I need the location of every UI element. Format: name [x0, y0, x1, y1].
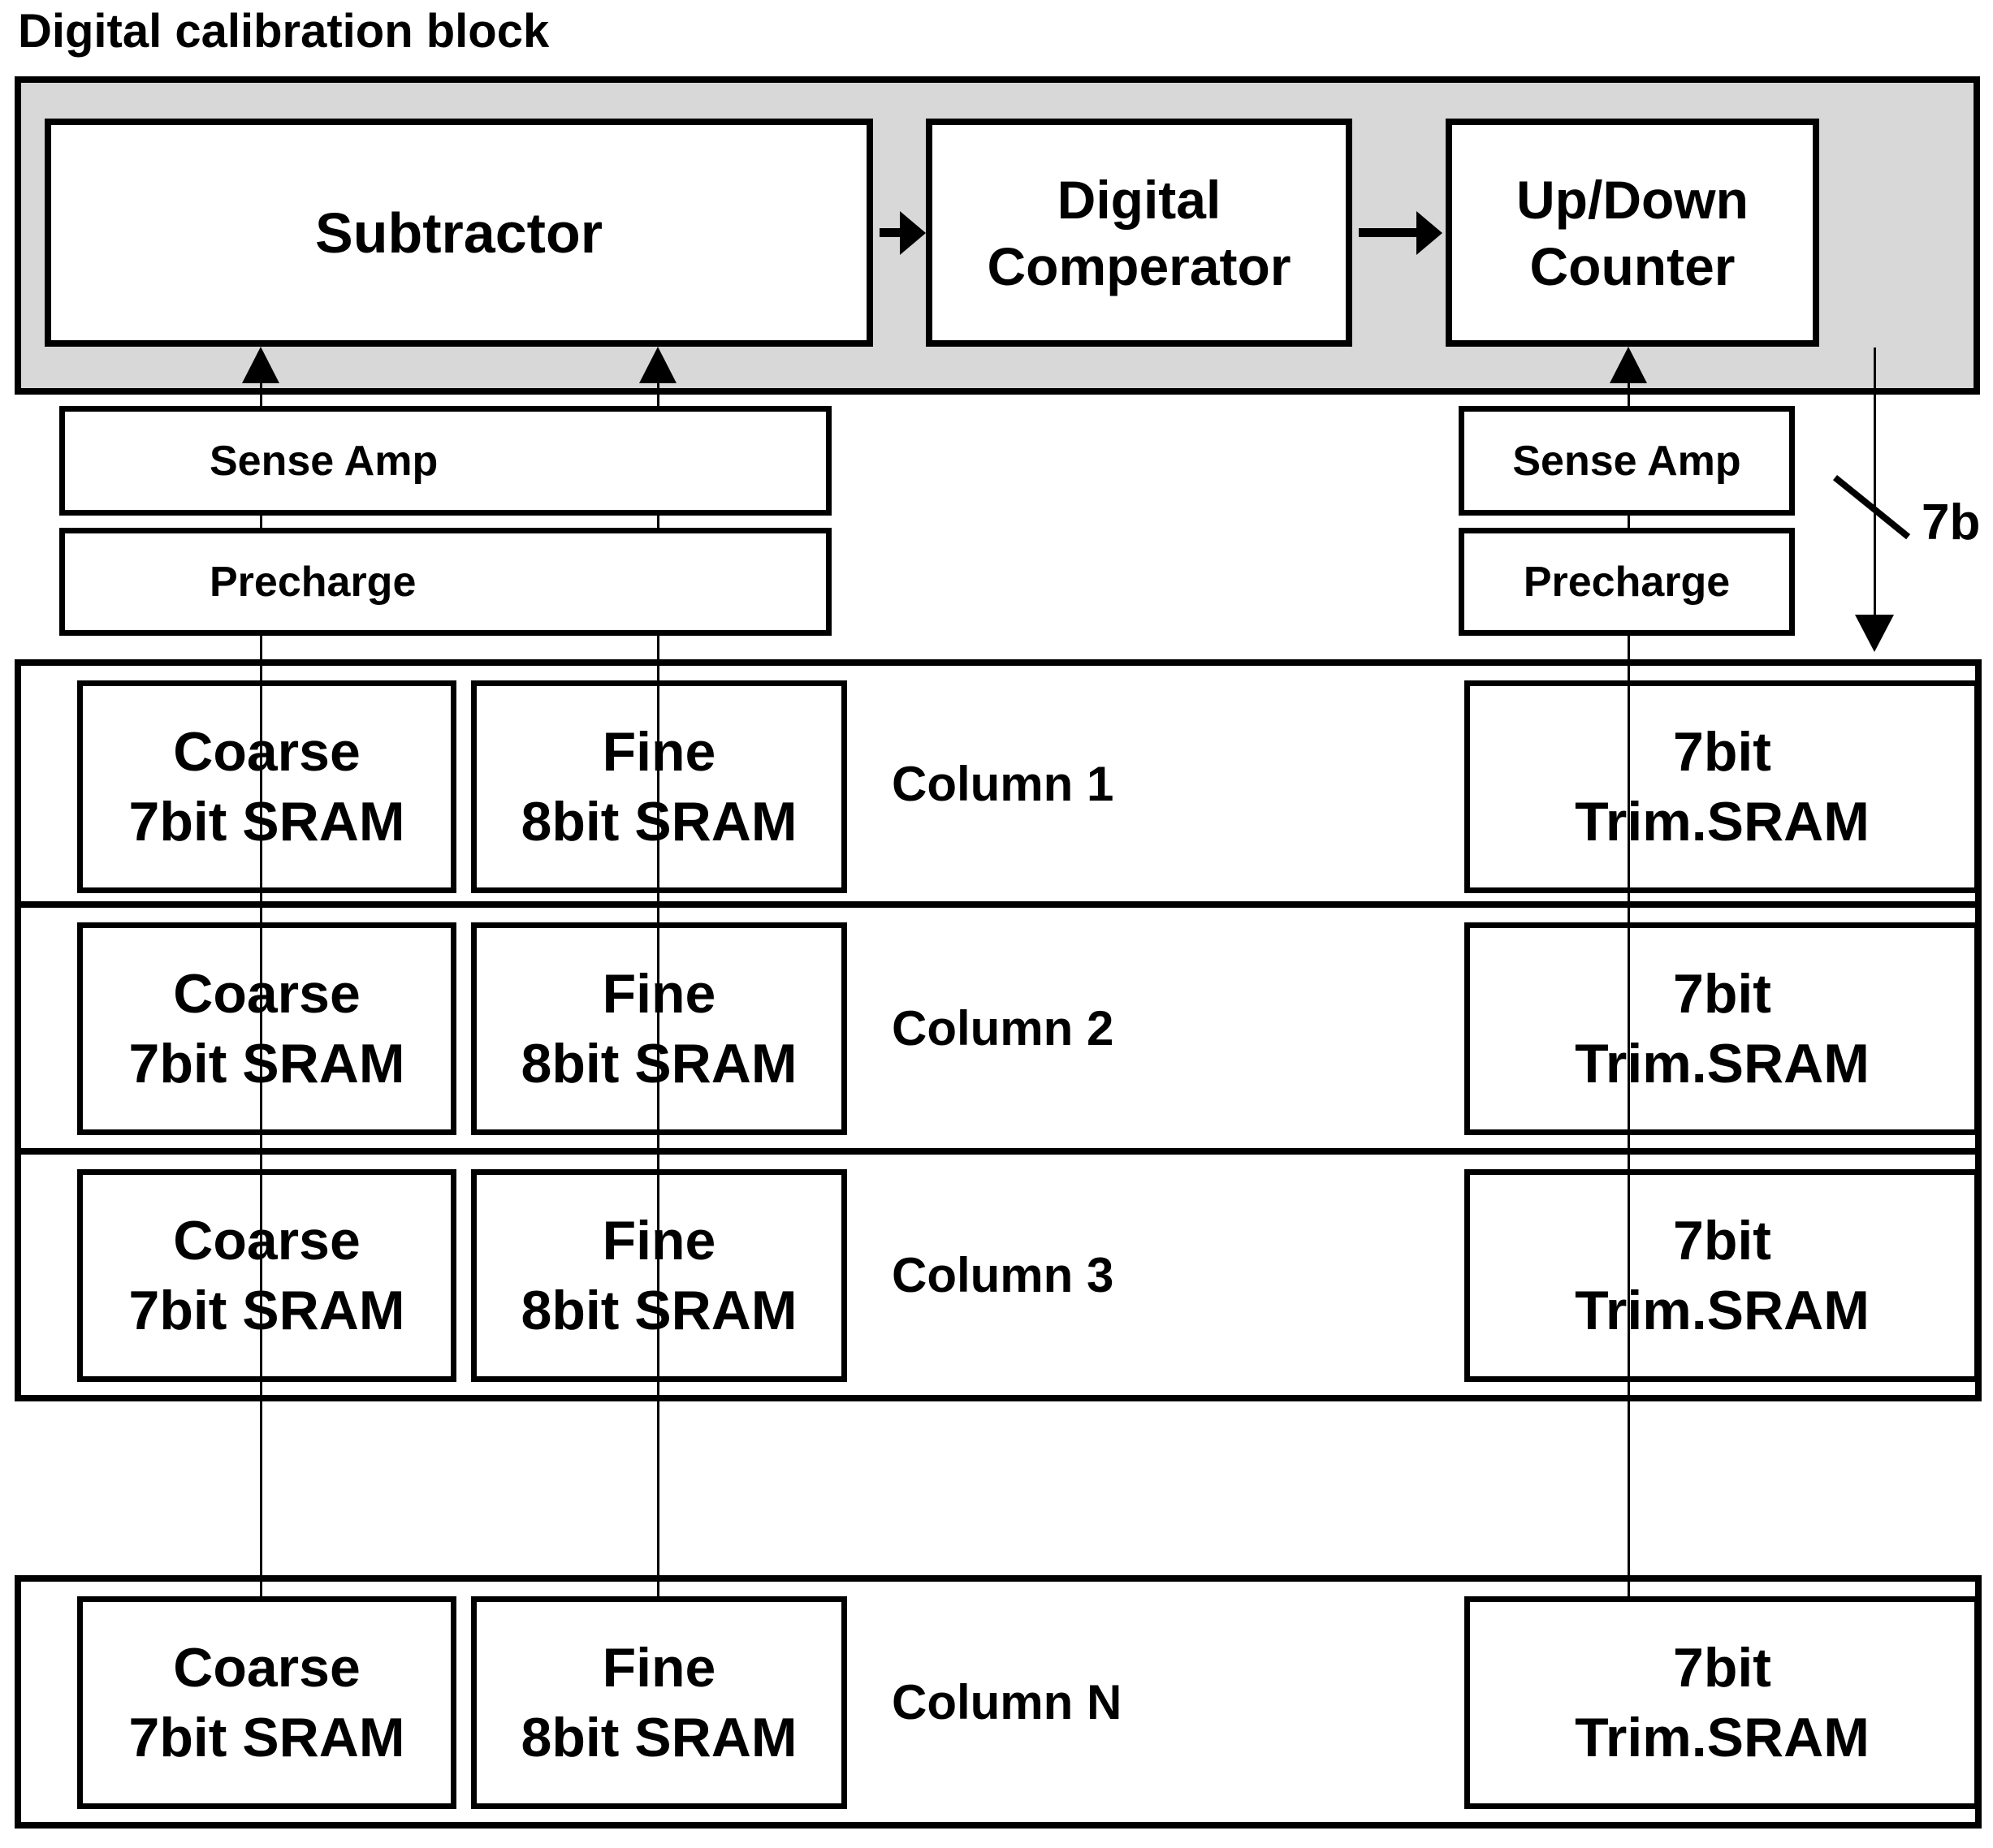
coarse-sram-label-line1: Coarse — [173, 721, 361, 783]
column-row-3: Coarse 7bit SRAM Fine 8bit SRAM Column 3… — [15, 1148, 1982, 1401]
trim-sram-label-line1: 7bit — [1673, 721, 1771, 783]
digital-comparator-label-line2: Comperator — [987, 235, 1291, 296]
column-label: Column 3 — [892, 1247, 1114, 1302]
trim-sram-label-line1: 7bit — [1673, 1637, 1771, 1699]
coarse-sram-label-line1: Coarse — [173, 1637, 361, 1699]
column-row-n: Coarse 7bit SRAM Fine 8bit SRAM Column N… — [15, 1575, 1982, 1829]
bus-width-label: 7b — [1922, 494, 1981, 551]
updown-counter-box: Up/Down Counter — [1446, 119, 1819, 347]
up-arrowhead-fine-icon — [639, 347, 677, 383]
coarse-sram-label-line2: 7bit SRAM — [128, 791, 405, 853]
column-label: Column 1 — [892, 756, 1114, 811]
precharge-box-right: Precharge — [1459, 528, 1795, 636]
column-label: Column N — [892, 1674, 1122, 1729]
column-row-1: Coarse 7bit SRAM Fine 8bit SRAM Column 1… — [15, 659, 1982, 908]
fine-sram-box: Fine 8bit SRAM — [471, 1596, 847, 1809]
sense-amp-label-right: Sense Amp — [1512, 437, 1741, 485]
sense-amp-box-right: Sense Amp — [1459, 406, 1795, 516]
coarse-sram-box: Coarse 7bit SRAM — [77, 922, 456, 1135]
digital-comparator-label-line1: Digital — [1057, 169, 1221, 230]
arrow-comparator-to-counter — [1359, 228, 1418, 237]
digital-comparator-box: Digital Comperator — [926, 119, 1352, 347]
up-arrowhead-trim-icon — [1610, 347, 1647, 383]
updown-counter-label-line2: Counter — [1529, 235, 1736, 296]
fine-sram-label-line2: 8bit SRAM — [521, 1707, 798, 1768]
trim-sram-box: 7bit Trim.SRAM — [1464, 922, 1980, 1135]
subtractor-box: Subtractor — [45, 119, 873, 347]
bus-width-tick-icon — [1832, 475, 1911, 540]
coarse-sram-box: Coarse 7bit SRAM — [77, 1169, 456, 1382]
arrowhead-comparator-to-counter-icon — [1416, 211, 1442, 255]
coarse-sram-box: Coarse 7bit SRAM — [77, 680, 456, 893]
coarse-sram-box: Coarse 7bit SRAM — [77, 1596, 456, 1809]
updown-counter-label-line1: Up/Down — [1516, 169, 1749, 230]
coarse-sram-label-line2: 7bit SRAM — [128, 1707, 405, 1768]
sense-amp-label-left: Sense Amp — [210, 437, 439, 485]
trim-sram-label-line2: Trim.SRAM — [1575, 791, 1870, 853]
arrow-subtractor-to-comparator — [880, 228, 902, 237]
counter-output-line — [1874, 348, 1876, 619]
coarse-sram-label-line2: 7bit SRAM — [128, 1033, 405, 1095]
trim-sram-label-line2: Trim.SRAM — [1575, 1707, 1870, 1768]
trim-sram-box: 7bit Trim.SRAM — [1464, 680, 1980, 893]
trim-sram-box: 7bit Trim.SRAM — [1464, 1169, 1980, 1382]
trim-sram-label-line2: Trim.SRAM — [1575, 1280, 1870, 1341]
precharge-label-right: Precharge — [1523, 558, 1731, 606]
fine-bitline — [657, 375, 659, 1598]
column-row-2: Coarse 7bit SRAM Fine 8bit SRAM Column 2… — [15, 901, 1982, 1155]
coarse-bitline — [260, 375, 262, 1598]
trim-sram-label-line1: 7bit — [1673, 1210, 1771, 1272]
coarse-sram-label-line1: Coarse — [173, 1210, 361, 1272]
sense-amp-box-left: Sense Amp — [59, 406, 832, 516]
down-arrowhead-counter-output-icon — [1855, 615, 1894, 652]
trim-sram-box: 7bit Trim.SRAM — [1464, 1596, 1980, 1809]
coarse-sram-label-line1: Coarse — [173, 963, 361, 1025]
column-label: Column 2 — [892, 1000, 1114, 1056]
arrowhead-subtractor-to-comparator-icon — [900, 211, 926, 255]
trim-bitline — [1628, 375, 1630, 1598]
up-arrowhead-coarse-icon — [242, 347, 279, 383]
coarse-sram-label-line2: 7bit SRAM — [128, 1280, 405, 1341]
trim-sram-label-line1: 7bit — [1673, 963, 1771, 1025]
page-title: Digital calibration block — [18, 5, 550, 58]
fine-sram-label-line1: Fine — [602, 1637, 716, 1699]
trim-sram-label-line2: Trim.SRAM — [1575, 1033, 1870, 1095]
precharge-box-left: Precharge — [59, 528, 832, 636]
subtractor-label: Subtractor — [315, 201, 603, 265]
precharge-label-left: Precharge — [210, 558, 417, 606]
